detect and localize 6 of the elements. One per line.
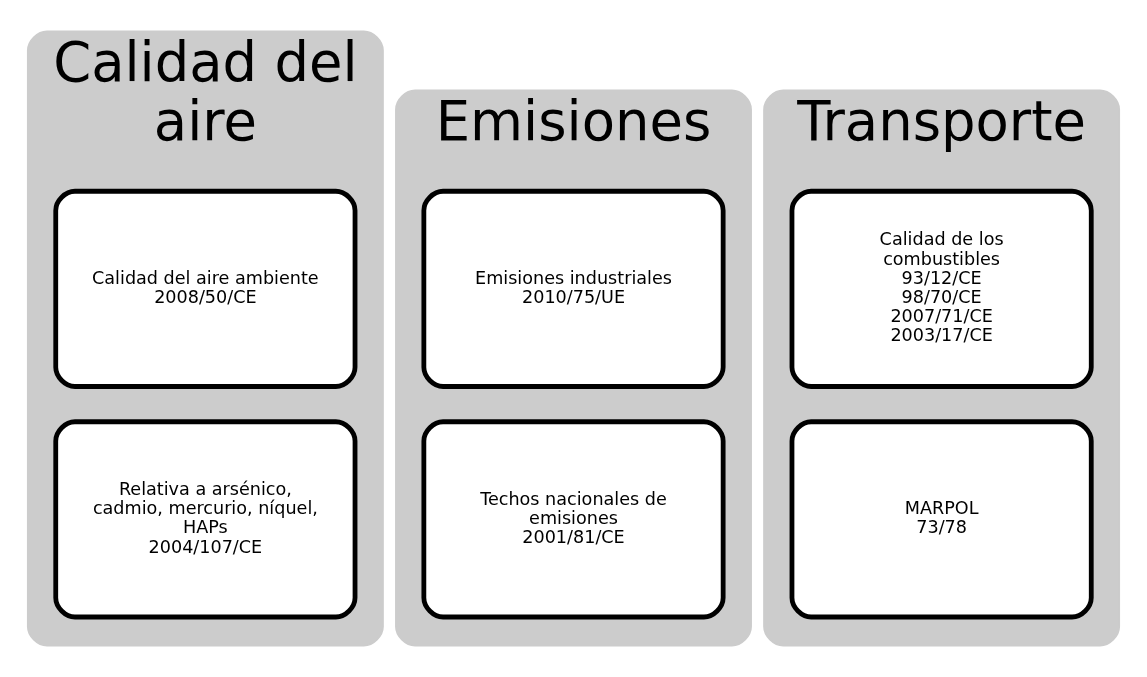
node-box: Emisiones industriales 2010/75/UE (421, 188, 726, 389)
node-box: Calidad del aire ambiente 2008/50/CE (53, 188, 358, 389)
node-box: Calidad de los combustibles 93/12/CE 98/70/CE 2007/71/CE 2003/17/CE (789, 188, 1094, 389)
node-box: Techos nacionales de emisiones 2001/81/CE (421, 419, 726, 620)
node-box: MARPOL 73/78 (789, 419, 1094, 620)
node-box: Relativa a arsénico, cadmio, mercurio, níquel, HAPs 2004/107/CE (53, 419, 358, 620)
